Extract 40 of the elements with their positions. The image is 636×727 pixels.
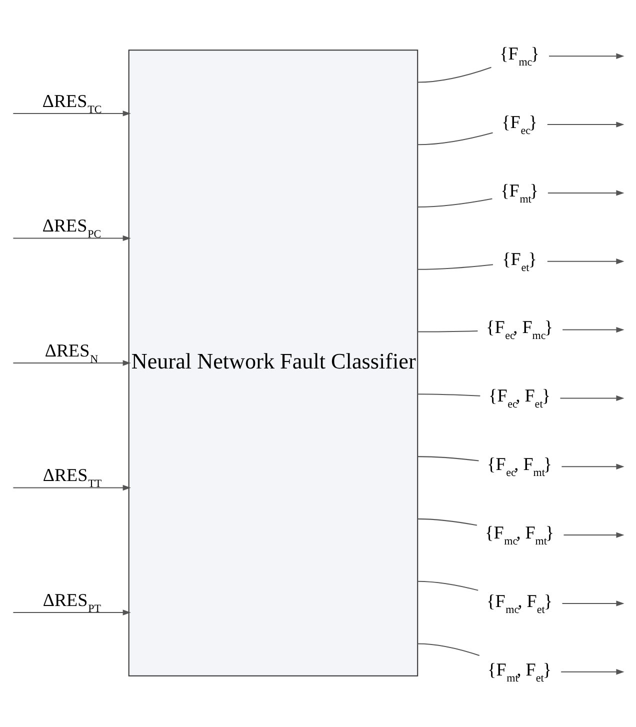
node-text: {F$_{mc}$} [500, 43, 540, 68]
node-text: {F$_{mt}$, F$_{et}$} [488, 658, 552, 684]
connector [418, 456, 479, 461]
arrow [548, 190, 624, 196]
connector [418, 642, 480, 656]
node-text: {F$_{mt}$} [500, 180, 538, 205]
connector [418, 198, 492, 208]
connector [418, 132, 493, 145]
node-text: {F$_{ec}$, F$_{et}$} [488, 385, 551, 410]
edge-label: ΔRES$_{TT}$ [42, 464, 102, 490]
connector [418, 580, 478, 590]
connector [418, 518, 478, 526]
connector [418, 264, 493, 270]
arrow [547, 258, 624, 264]
node-text: {F$_{ec}$, F$_{mc}$} [486, 316, 554, 342]
edge-label: ΔRES$_{TC}$ [42, 90, 102, 116]
arrow [562, 326, 624, 332]
edge-label: ΔRES$_{PC}$ [42, 215, 102, 240]
arrow [13, 609, 131, 615]
arrow [562, 600, 624, 606]
arrow [13, 110, 131, 116]
node-text: {F$_{ec}$, F$_{mt}$} [487, 454, 552, 479]
node-text: {F$_{ec}$} [502, 111, 538, 136]
arrow [560, 394, 624, 401]
arrow [564, 532, 624, 538]
connector [418, 393, 480, 396]
arrow [561, 668, 624, 674]
connector [418, 66, 492, 82]
arrow [13, 234, 131, 241]
arrow [562, 463, 624, 469]
edge-label: ΔRES$_{PT}$ [42, 589, 102, 614]
arrow [13, 360, 131, 366]
arrow [13, 484, 131, 490]
arrow [549, 52, 624, 58]
node-text: {F$_{mc}$, F$_{et}$} [486, 590, 553, 616]
node-text: {F$_{mc}$, F$_{mt}$} [485, 522, 554, 547]
node-text: {F$_{et}$} [502, 248, 537, 274]
arrow [547, 121, 624, 127]
connector [418, 330, 478, 332]
edge-label: ΔRES$_{N}$ [44, 340, 98, 365]
